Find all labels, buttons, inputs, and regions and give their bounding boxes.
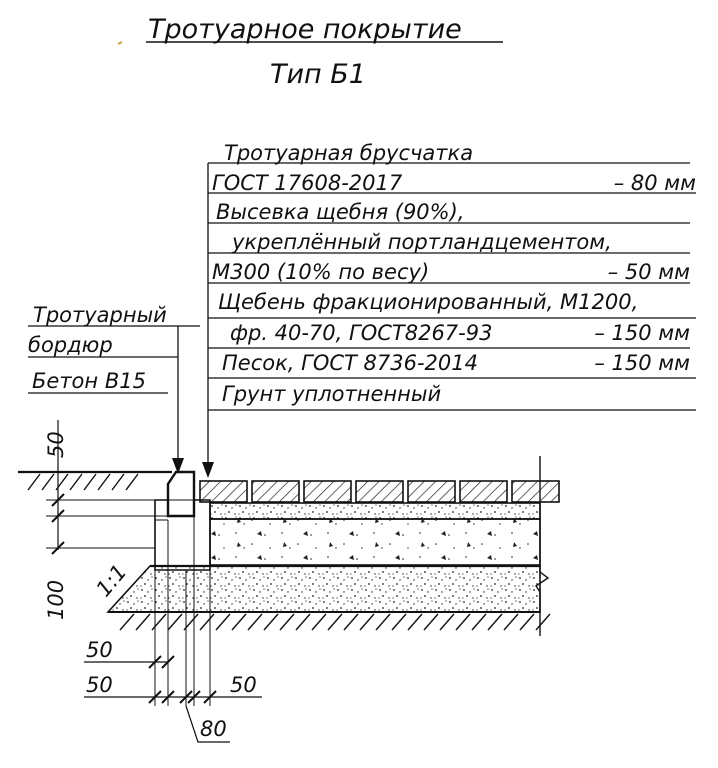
dim-label-100: 100 bbox=[44, 580, 68, 620]
curb-label-3: Бетон В15 bbox=[32, 369, 146, 393]
paving-stone bbox=[199, 480, 248, 503]
layer-thickness-1: – 80 мм bbox=[614, 171, 696, 195]
section-break-line bbox=[535, 456, 550, 636]
layer-thickness-3: – 150 мм bbox=[594, 321, 690, 345]
layer-line-9: Грунт уплотненный bbox=[222, 382, 441, 406]
dim-label-50-bottom-right: 50 bbox=[230, 673, 257, 697]
ground-hatch-bottom bbox=[119, 613, 551, 631]
paving-stone bbox=[511, 480, 560, 503]
dimension-50-top: 50 bbox=[44, 420, 210, 555]
layer-line-5: М300 (10% по весу) bbox=[212, 260, 429, 284]
dimensions-bottom bbox=[84, 516, 262, 743]
title-mark bbox=[117, 41, 123, 45]
layer-thickness-2: – 50 мм bbox=[608, 260, 690, 284]
dim-label-80: 80 bbox=[200, 717, 227, 741]
layer-callout-table bbox=[207, 162, 696, 455]
layer-crushed-stone bbox=[209, 518, 541, 566]
paving-stone bbox=[251, 480, 300, 503]
curb-label-1: Тротуарный bbox=[33, 303, 167, 327]
drawing-title: Тротуарное покрытие bbox=[148, 14, 462, 45]
curb-callout: Тротуарный бордюр Бетон В15 bbox=[28, 303, 200, 474]
paving-stone bbox=[355, 480, 404, 503]
dim-label-50-top: 50 bbox=[44, 431, 68, 458]
layer-line-2: ГОСТ 17608-2017 bbox=[212, 171, 403, 195]
layer-sand bbox=[106, 565, 541, 613]
paving-stones bbox=[199, 480, 560, 503]
layer-line-7: фр. 40-70, ГОСТ8267-93 bbox=[230, 321, 492, 345]
curb-label-2: бордюр bbox=[28, 333, 113, 357]
layer-cement-screening bbox=[209, 502, 541, 520]
pavement-leader bbox=[202, 455, 214, 478]
curb-stone bbox=[166, 470, 196, 518]
layer-line-8: Песок, ГОСТ 8736-2014 bbox=[222, 351, 478, 375]
paving-stone bbox=[459, 480, 508, 503]
dim-label-50-bottom-1: 50 bbox=[86, 638, 113, 662]
dimension-100: 100 bbox=[44, 580, 68, 620]
paving-stone bbox=[303, 480, 352, 503]
dim-label-50-bottom-2: 50 bbox=[86, 673, 113, 697]
layer-line-4: укреплённый портландцементом, bbox=[231, 230, 612, 254]
layer-thickness-4: – 150 мм bbox=[594, 351, 690, 375]
layer-line-1: Тротуарная брусчатка bbox=[224, 141, 473, 165]
layer-line-3: Высевка щебня (90%), bbox=[216, 200, 464, 224]
layer-callout-text: Тротуарная брусчатка ГОСТ 17608-2017 – 8… bbox=[212, 141, 696, 406]
paving-stone bbox=[407, 480, 456, 503]
ground-surface-left bbox=[18, 470, 172, 491]
layer-line-6: Щебень фракционированный, М1200, bbox=[218, 290, 638, 314]
drawing-subtitle: Тип Б1 bbox=[270, 59, 366, 90]
